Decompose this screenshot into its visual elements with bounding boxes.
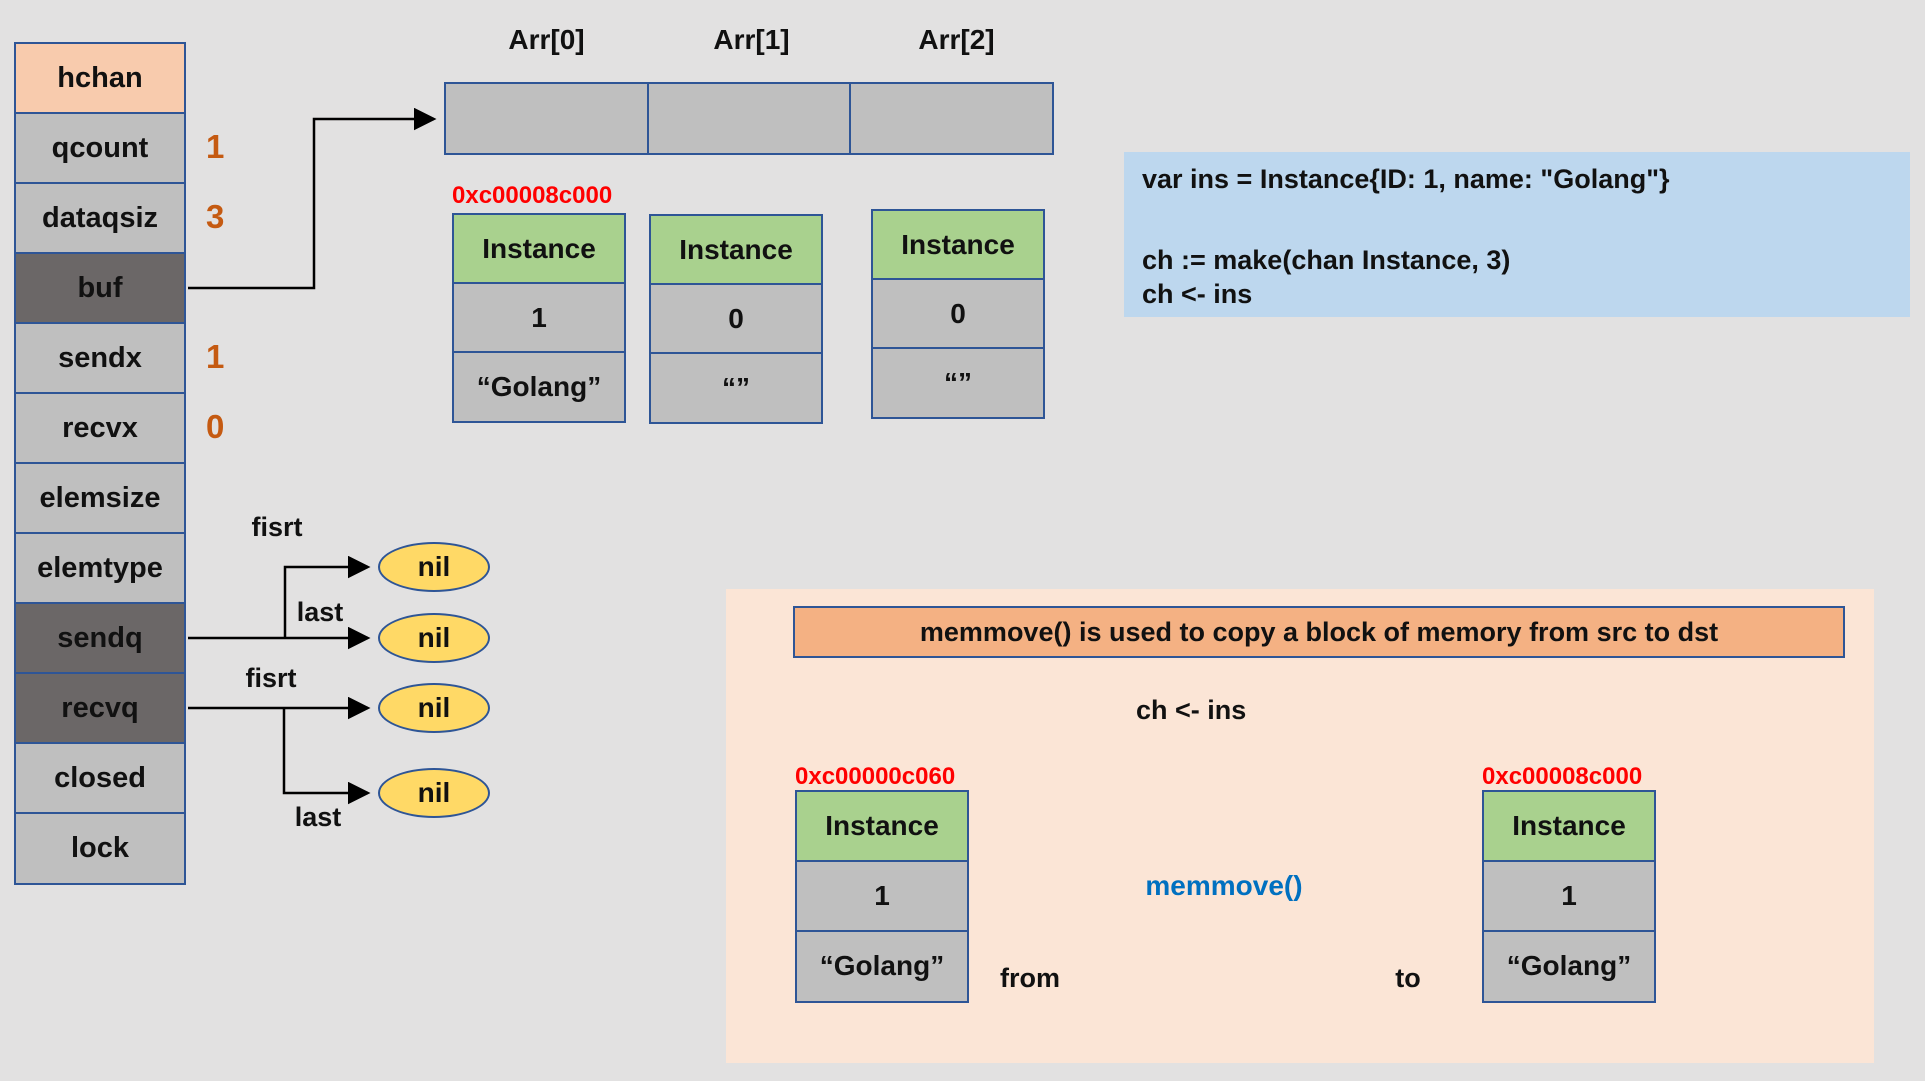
array-slot-label-2: Arr[2] (918, 24, 995, 55)
memmove-title-bar: memmove() is used to copy a block of mem… (793, 606, 1845, 658)
recvq-first-label: fisrt (245, 663, 297, 693)
dst-instance-title: Instance (1482, 790, 1656, 863)
code-line-2: ch := make(chan Instance, 3) (1142, 245, 1511, 275)
operation-label: ch <- ins (1136, 695, 1247, 725)
instance-1-title: Instance (649, 214, 823, 286)
table-row-qcount: qcount (14, 112, 186, 185)
instance-struct-0: Instance 1 “Golang” (452, 213, 626, 423)
sendq-last-label: last (296, 597, 344, 627)
dst-address: 0xc00008c000 (1482, 763, 1643, 790)
instance-0-name: “Golang” (452, 351, 626, 423)
src-instance-name: “Golang” (795, 930, 969, 1003)
table-row-buf: buf (14, 252, 186, 325)
dst-instance-id: 1 (1482, 860, 1656, 933)
src-instance-title: Instance (795, 790, 969, 863)
src-instance-struct: Instance 1 “Golang” (795, 790, 969, 1003)
memmove-panel: memmove() is used to copy a block of mem… (726, 589, 1874, 1063)
code-line-3: ch <- ins (1142, 279, 1253, 309)
nil-node-sendq-last: nil (378, 613, 490, 663)
code-box: var ins = Instance{ID: 1, name: "Golang"… (1124, 152, 1910, 317)
instance-0-id: 1 (452, 282, 626, 354)
instance-1-name: “” (649, 352, 823, 424)
table-row-recvq: recvq (14, 672, 186, 745)
recvq-last-label: last (294, 802, 342, 832)
array-cell-0 (444, 82, 649, 155)
dst-instance-struct: Instance 1 “Golang” (1482, 790, 1656, 1003)
buffer-address: 0xc00008c000 (452, 182, 613, 209)
instance-0-title: Instance (452, 213, 626, 285)
instance-1-id: 0 (649, 283, 823, 355)
array-slot-label-0: Arr[0] (508, 24, 585, 55)
nil-node-recvq-last: nil (378, 768, 490, 818)
sendq-first-label: fisrt (251, 512, 303, 542)
channel-buffer-array (444, 82, 1054, 155)
src-address: 0xc00000c060 (795, 763, 956, 790)
table-row-recvx: recvx (14, 392, 186, 465)
src-instance-id: 1 (795, 860, 969, 933)
table-row-dataqsiz: dataqsiz (14, 182, 186, 255)
field-value-qcount: 1 (206, 128, 225, 165)
table-row-sendq: sendq (14, 602, 186, 675)
array-cell-2 (849, 82, 1054, 155)
field-value-dataqsiz: 3 (206, 198, 225, 235)
to-label: to (1395, 963, 1421, 993)
table-row-hchan: hchan (14, 42, 186, 115)
table-row-elemsize: elemsize (14, 462, 186, 535)
table-row-sendx: sendx (14, 322, 186, 395)
instance-2-id: 0 (871, 278, 1045, 350)
field-value-recvx: 0 (206, 408, 225, 445)
array-slot-label-1: Arr[1] (713, 24, 790, 55)
memmove-func-label: memmove() (1145, 870, 1303, 901)
table-row-lock: lock (14, 812, 186, 885)
dst-instance-name: “Golang” (1482, 930, 1656, 1003)
table-row-closed: closed (14, 742, 186, 815)
instance-2-title: Instance (871, 209, 1045, 281)
instance-struct-2: Instance 0 “” (871, 209, 1045, 419)
table-row-elemtype: elemtype (14, 532, 186, 605)
nil-node-sendq-first: nil (378, 542, 490, 592)
nil-node-recvq-first: nil (378, 683, 490, 733)
hchan-struct-table: hchan qcount dataqsiz buf sendx recvx el… (14, 42, 186, 885)
array-cell-1 (646, 82, 852, 155)
instance-struct-1: Instance 0 “” (649, 214, 823, 424)
instance-2-name: “” (871, 347, 1045, 419)
field-value-sendx: 1 (206, 338, 225, 375)
arrow-recvq-last (282, 708, 371, 805)
code-line-1: var ins = Instance{ID: 1, name: "Golang"… (1142, 164, 1670, 194)
from-label: from (1000, 963, 1060, 993)
